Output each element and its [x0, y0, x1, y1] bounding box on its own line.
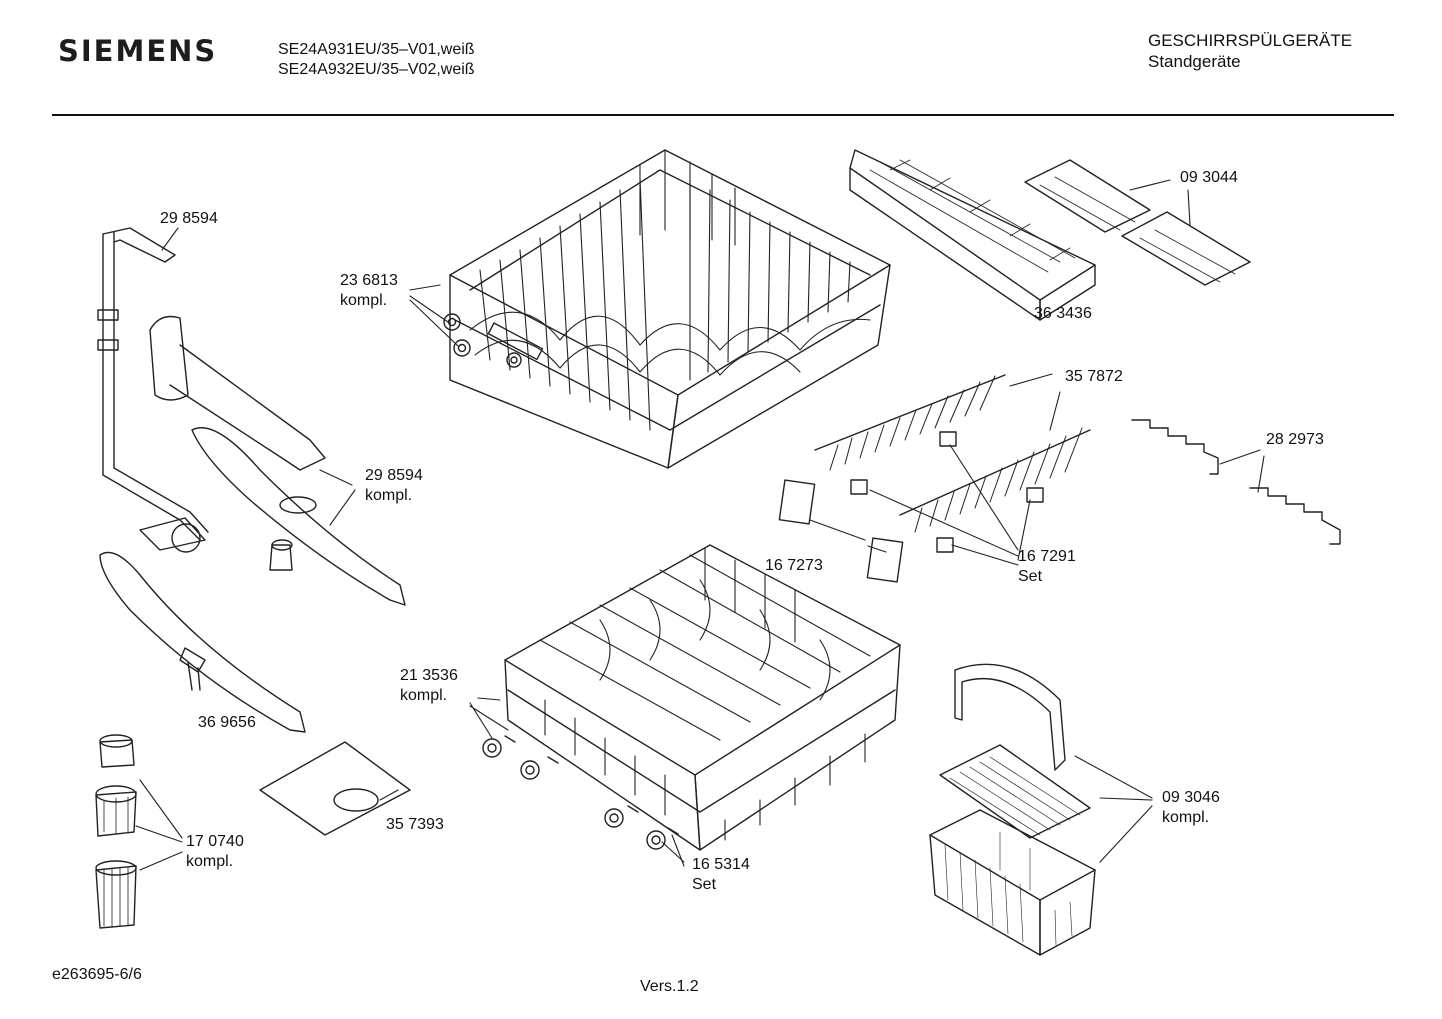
- appliance-category: GESCHIRRSPÜLGERÄTE Standgeräte: [1148, 30, 1352, 72]
- part-label-213536: 21 3536 kompl.: [400, 666, 458, 706]
- part-number: 16 5314: [692, 856, 750, 873]
- part-note: kompl.: [365, 487, 413, 504]
- cutlery-tray-illustration: [849, 149, 1096, 321]
- part-number: 16 7291: [1018, 548, 1076, 565]
- part-label-093046: 09 3046 kompl.: [1162, 788, 1220, 828]
- part-label-170740: 17 0740 kompl.: [186, 832, 244, 872]
- flat-filter-illustration: [259, 741, 411, 836]
- part-number: 21 3536: [400, 667, 458, 684]
- part-label-357393: 35 7393: [386, 816, 444, 833]
- part-label-357872: 35 7872: [1065, 368, 1123, 385]
- small-grid-illustration: [1024, 159, 1251, 286]
- part-note: kompl.: [1162, 809, 1210, 826]
- lower-spray-arm-illustration: [99, 551, 306, 733]
- part-label-236813: 23 6813 kompl.: [340, 271, 398, 311]
- part-number: 09 3046: [1162, 789, 1220, 806]
- part-note: kompl.: [400, 687, 448, 704]
- category-line-2: Standgeräte: [1148, 52, 1241, 71]
- part-label-282973: 28 2973: [1266, 431, 1324, 448]
- cutlery-basket-illustration: [929, 663, 1096, 956]
- upper-basket-illustration: [443, 149, 891, 469]
- supply-pipe-illustration: [97, 227, 209, 553]
- part-label-298594-kompl: 29 8594 kompl.: [365, 466, 423, 506]
- brand-logo: SIEMENS: [58, 34, 218, 68]
- cup-holders-illustration: [1131, 419, 1341, 545]
- drawing-id: e263695-6/6: [52, 966, 142, 983]
- part-note: kompl.: [340, 292, 388, 309]
- model-line-2: SE24A932EU/35–V02,weiß: [278, 61, 475, 78]
- model-numbers: SE24A931EU/35–V01,weiß SE24A932EU/35–V02…: [278, 40, 475, 80]
- part-label-298594-top: 29 8594: [160, 210, 218, 227]
- model-line-1: SE24A931EU/35–V01,weiß: [278, 41, 475, 58]
- part-number: 17 0740: [186, 833, 244, 850]
- category-line-1: GESCHIRRSPÜLGERÄTE: [1148, 31, 1353, 50]
- part-note: Set: [692, 876, 717, 893]
- version-label: Vers.1.2: [640, 978, 699, 995]
- part-note: Set: [1018, 568, 1043, 585]
- leader-lines: [135, 179, 1265, 871]
- part-label-167291: 16 7291 Set: [1018, 547, 1076, 587]
- header-rule: [52, 114, 1394, 116]
- upper-spray-arm-illustration: [149, 315, 406, 606]
- part-label-165314: 16 5314 Set: [692, 855, 750, 895]
- part-label-363436: 36 3436: [1034, 305, 1092, 322]
- part-number: 29 8594: [365, 467, 423, 484]
- tine-rows-illustration: [814, 374, 1091, 533]
- lower-basket-illustration: [482, 544, 901, 851]
- part-note: kompl.: [186, 853, 234, 870]
- part-label-167273: 16 7273: [765, 557, 823, 574]
- part-label-369656: 36 9656: [198, 714, 256, 731]
- part-number: 23 6813: [340, 272, 398, 289]
- part-label-093044: 09 3044: [1180, 169, 1238, 186]
- filter-set-illustration: [95, 734, 137, 929]
